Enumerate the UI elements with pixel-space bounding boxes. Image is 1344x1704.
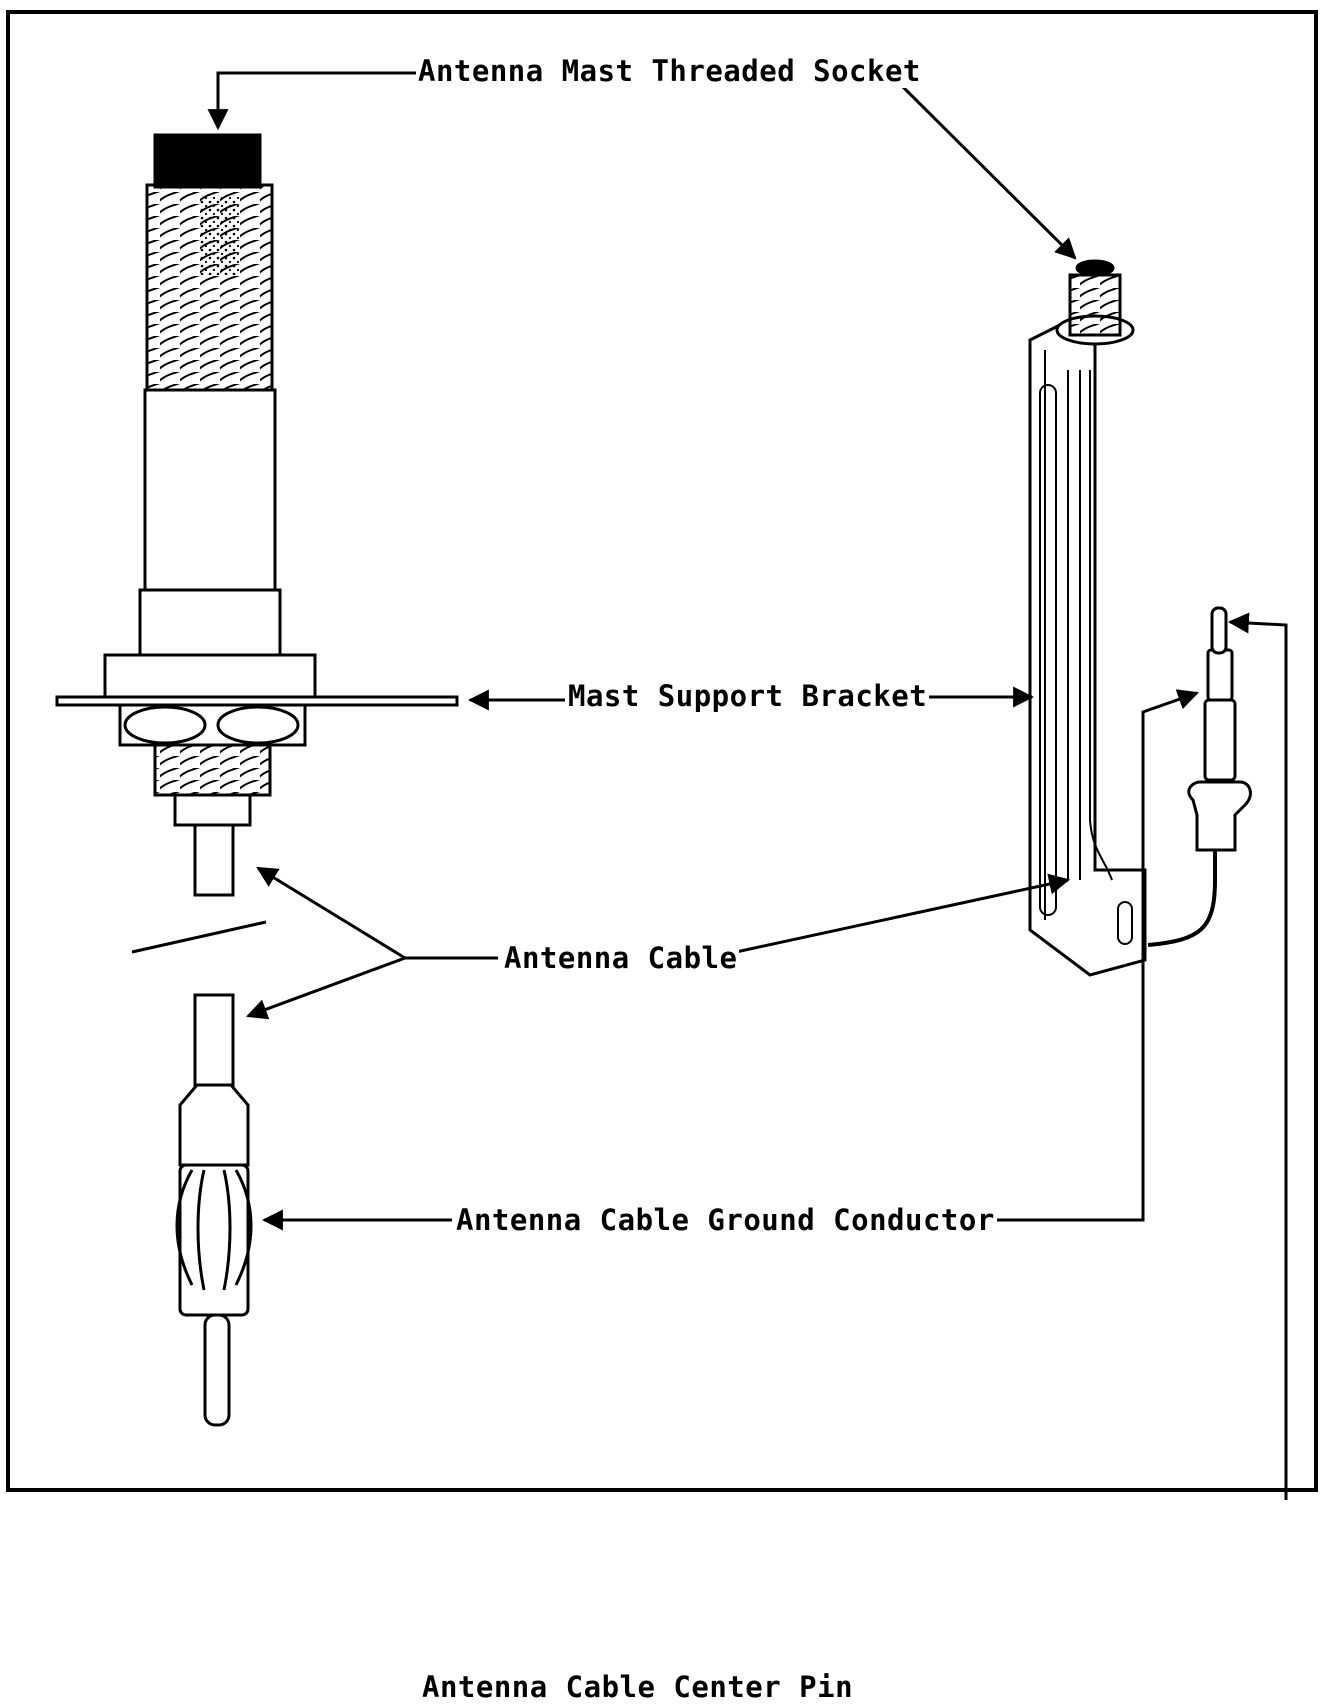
- break-line: [131, 920, 267, 954]
- label-ground-conductor: Antenna Cable Ground Conductor: [454, 1203, 997, 1237]
- plug-boot: [178, 1083, 250, 1167]
- cable-lower: [193, 993, 235, 1097]
- antenna-plug: [175, 993, 253, 1427]
- leader-ground-right: [978, 689, 1199, 1222]
- socket-body: [1068, 273, 1122, 337]
- right-cable-plug: [1147, 606, 1252, 947]
- antenna-assembly-diagram: [6, 10, 1318, 1500]
- mast-flange: [103, 653, 317, 702]
- label-threaded-socket: Antenna Mast Threaded Socket: [416, 54, 923, 88]
- leader-cable-upper: [256, 866, 406, 960]
- leader-socket-left: [207, 71, 418, 131]
- cable-stub-top: [193, 823, 235, 897]
- antenna-mast-base: [55, 133, 459, 897]
- plug-ground-sleeve: [178, 1163, 250, 1317]
- mast-body: [143, 388, 277, 592]
- label-antenna-cable: Antenna Cable: [502, 941, 740, 975]
- plug-center-pin: [203, 1313, 231, 1427]
- leader-lines: [207, 71, 1288, 1500]
- label-center-pin: Antenna Cable Center Pin: [420, 1670, 856, 1704]
- bracket-body: [1028, 323, 1147, 977]
- figure-frame: [6, 10, 1318, 1492]
- leader-pin-right: [1227, 612, 1288, 1500]
- leader-socket-right: [898, 82, 1077, 260]
- leader-cable-lower: [246, 956, 406, 1020]
- leader-cable-right: [735, 873, 1071, 954]
- bracket-assembly: [1028, 259, 1147, 977]
- mast-collar: [138, 588, 282, 657]
- lower-thread: [153, 743, 272, 797]
- right-cable: [1147, 850, 1217, 947]
- label-support-bracket: Mast Support Bracket: [566, 679, 930, 713]
- threaded-socket-cap: [153, 133, 262, 189]
